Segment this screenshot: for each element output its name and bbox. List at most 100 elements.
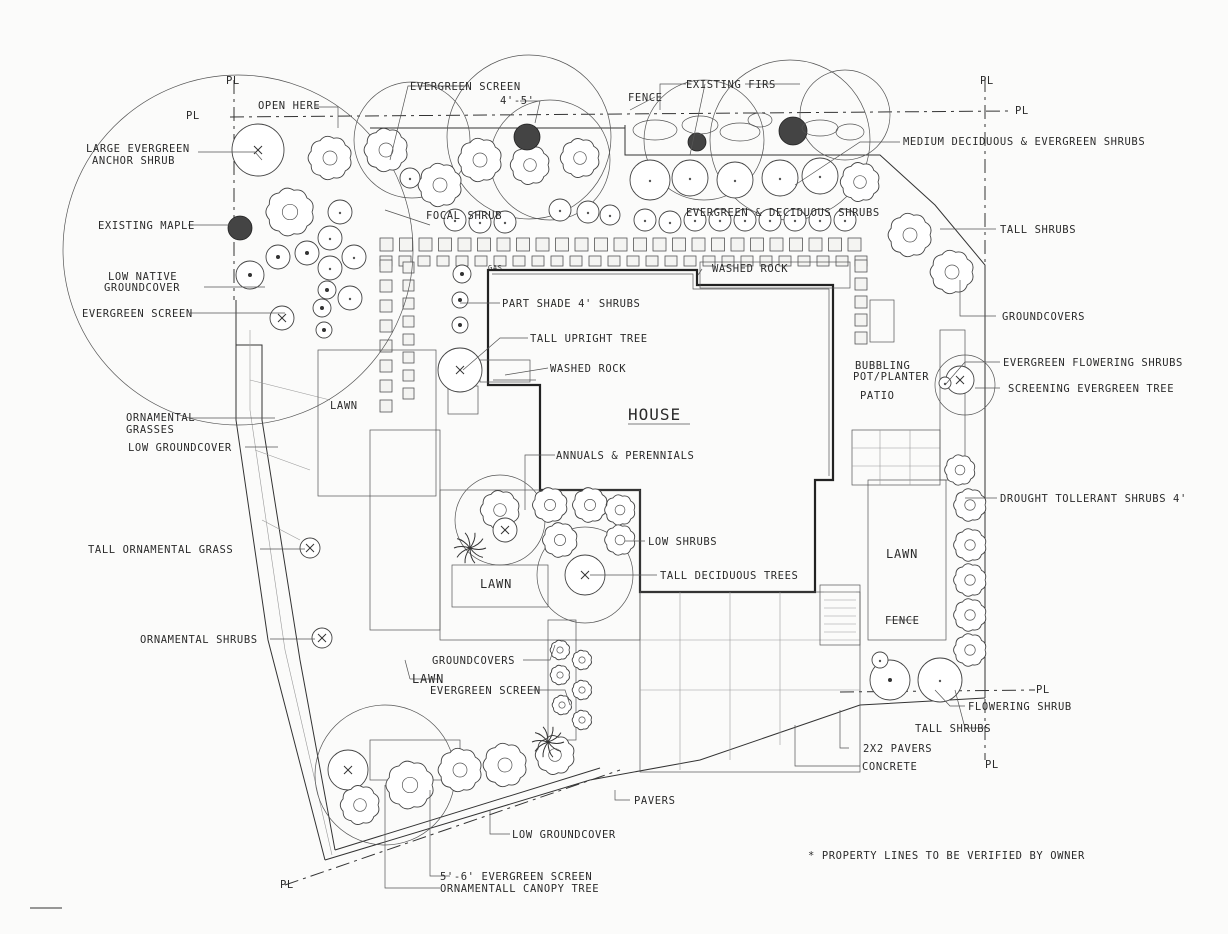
label-evergreen-deciduous: EVERGREEN & DECIDUOUS SHRUBS — [686, 207, 880, 219]
plant-symbol — [604, 524, 636, 556]
paver — [402, 369, 415, 382]
plant-symbol — [559, 138, 600, 178]
plant-symbol — [534, 735, 575, 775]
paver — [652, 237, 667, 252]
plant-symbol — [294, 240, 320, 266]
paver — [496, 237, 511, 252]
paver — [607, 255, 621, 267]
plant-symbol — [758, 208, 782, 232]
paver — [516, 237, 530, 252]
paver — [759, 255, 773, 267]
plant-symbol — [312, 298, 332, 318]
plant-symbol — [833, 208, 857, 232]
paver — [835, 255, 849, 267]
plant-symbol — [551, 694, 572, 716]
plant-symbol — [938, 376, 952, 390]
label-screening-tree: SCREENING EVERGREEN TREE — [1008, 383, 1174, 395]
plant-symbol — [363, 127, 408, 173]
plant-symbol — [451, 316, 469, 334]
plant-symbol — [492, 517, 518, 543]
paver — [402, 333, 415, 346]
label-lawn-arrow: LAWN — [412, 672, 444, 686]
paver — [730, 237, 745, 252]
pl-mark: PL — [280, 879, 294, 891]
plant-symbol — [549, 664, 570, 686]
paver — [379, 339, 393, 353]
paver — [702, 255, 716, 267]
paver — [477, 237, 491, 252]
paver-grid-top — [379, 237, 868, 267]
paver — [402, 261, 415, 274]
paver — [797, 255, 811, 267]
label-ornamental-grasses-2: GRASSES — [126, 424, 174, 436]
plant-symbol — [493, 210, 517, 234]
plant-symbol — [658, 210, 682, 234]
plant-symbol — [917, 657, 963, 703]
label-fence-top: FENCE — [628, 92, 663, 104]
plant-symbol — [317, 225, 343, 251]
plant-symbol — [953, 598, 987, 632]
pl-mark: PL — [985, 759, 999, 771]
paver — [613, 237, 628, 252]
paver — [854, 259, 868, 273]
property-line-markers: PL PL PL PL PL PL PL — [186, 75, 1049, 891]
paver — [474, 255, 488, 267]
label-property-note: * PROPERTY LINES TO BE VERIFIED BY OWNER — [808, 850, 1085, 862]
plant-symbol — [315, 321, 333, 339]
label-tall-shrubs-right: TALL SHRUBS — [1000, 224, 1076, 236]
label-existing-maple: EXISTING MAPLE — [98, 220, 195, 232]
plant-symbol — [339, 785, 380, 825]
plant-symbol — [633, 208, 657, 232]
plant-symbol — [317, 280, 337, 300]
plant-symbol — [399, 167, 421, 189]
paver — [457, 237, 472, 252]
paver — [633, 237, 647, 252]
label-ornamental-grasses-1: ORNAMENTAL — [126, 412, 195, 424]
label-tall-deciduous: TALL DECIDUOUS TREES — [660, 570, 798, 582]
plant-symbol — [839, 162, 880, 202]
house-label: HOUSE — [628, 405, 681, 424]
plant-symbol — [482, 742, 527, 788]
plant-symbol — [604, 494, 636, 526]
plant-symbol — [871, 651, 889, 669]
label-ornamental-shrubs: ORNAMENTAL SHRUBS — [140, 634, 258, 646]
plant-symbol — [887, 212, 932, 258]
plant-symbol — [311, 627, 333, 649]
label-tall-upright-tree: TALL UPRIGHT TREE — [530, 333, 648, 345]
grass-symbol — [531, 726, 565, 758]
paver — [402, 279, 415, 292]
plant-symbol — [317, 255, 343, 281]
dark-accent-trees — [227, 116, 808, 241]
paver — [847, 237, 862, 252]
paver — [854, 313, 868, 327]
label-open-here: OPEN HERE — [258, 100, 320, 112]
pl-mark: PL — [980, 75, 994, 87]
paver — [379, 319, 393, 333]
pl-mark: PL — [1015, 105, 1029, 117]
paver — [402, 297, 415, 310]
plant-symbol — [944, 454, 976, 486]
label-lawn-left: LAWN — [330, 400, 358, 412]
plant-symbol — [716, 161, 754, 199]
site-outline — [235, 125, 986, 861]
label-large-evergreen-1: LARGE EVERGREEN — [86, 143, 190, 155]
label-flowering-shrub: FLOWERING SHRUB — [968, 701, 1072, 713]
plant-symbol — [671, 159, 709, 197]
plant-symbol — [307, 135, 352, 181]
paver — [854, 277, 868, 291]
plant-symbol — [327, 199, 353, 225]
pl-mark: PL — [226, 75, 240, 87]
paver — [455, 255, 469, 267]
paver — [750, 237, 764, 252]
paver — [379, 299, 393, 313]
label-low-native-2: GROUNDCOVER — [104, 282, 180, 294]
label-pavers: PAVERS — [634, 795, 676, 807]
plant-symbol — [327, 749, 369, 791]
paver — [399, 237, 413, 252]
plant-symbol — [953, 488, 987, 522]
plan-labels: OPEN HERE EVERGREEN SCREEN 4'-5' FENCE E… — [82, 79, 1186, 895]
plant-symbol — [542, 522, 578, 558]
paver — [588, 255, 602, 267]
paver — [808, 237, 823, 252]
